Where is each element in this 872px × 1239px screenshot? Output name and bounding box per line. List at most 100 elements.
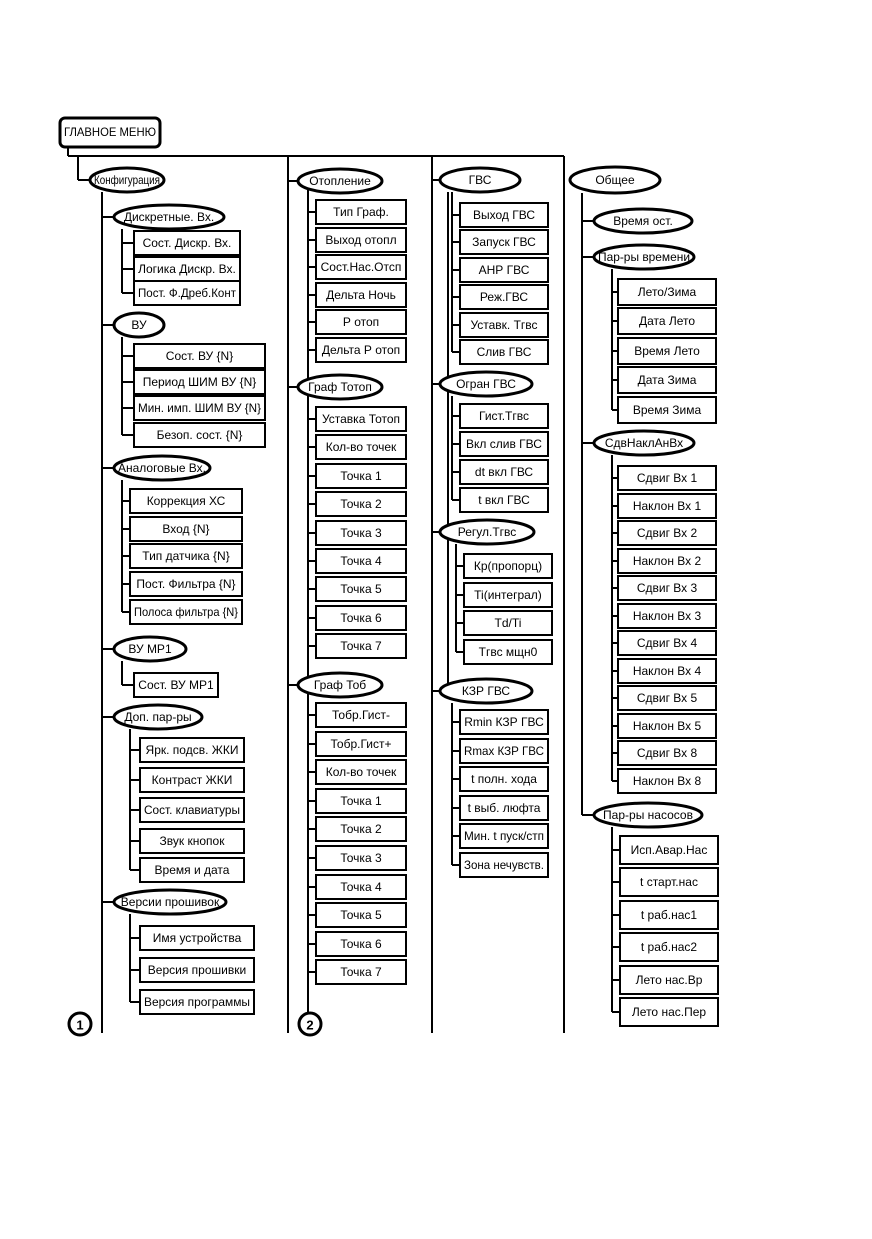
menu-item-box-label: Точка 6 [340,611,382,625]
menu-item-box-label: Дельта Р отоп [322,343,400,357]
menu-item-box-label: Точка 3 [340,526,382,540]
menu-item-box-label: Наклон Вх 3 [633,609,702,623]
menu-item-box: Сост. ВУ {N} [133,343,266,369]
menu-item-box-label: Точка 7 [340,639,382,653]
menu-item-box: Мин. имп. ШИМ ВУ {N} [133,395,266,421]
group-node-label: Огран ГВС [456,377,516,391]
group-node-label: Отопление [309,174,371,188]
column-marker-2: 2 [297,1011,323,1037]
menu-item-box-label: Версия прошивки [148,963,246,977]
menu-item-box-label: Версия программы [144,995,250,1009]
root-menu-node: ГЛАВНОЕ МЕНЮ [58,116,162,149]
group-node-label: Регул.Тгвс [458,525,517,539]
menu-item-box-label: Точка 4 [340,554,382,568]
menu-item-box: Сост.Нас.Отсп [315,254,407,280]
menu-item-box-label: Наклон Вх 4 [633,664,702,678]
menu-item-box: Дата Зима [617,366,717,394]
menu-item-box: Наклон Вх 5 [617,713,717,739]
menu-item-box: Тип Граф. [315,199,407,225]
menu-item-box-label: Точка 2 [340,822,382,836]
menu-item-box-label: Сост. клавиатуры [144,803,240,817]
menu-item-box: Кр(пропорц) [463,553,553,579]
subgroup-node: Время ост. [592,207,694,235]
menu-item-box-label: АНР ГВС [479,263,530,277]
group-konfiguratsiya-label: Конфигурация [94,173,160,187]
menu-item-box-label: Точка 4 [340,880,382,894]
menu-item-box-label: Ярк. подсв. ЖКИ [146,743,239,757]
subgroup-node-label: Аналоговые Вх. [118,461,206,475]
menu-item-box: Версия прошивки [139,957,255,983]
menu-item-box: Полоса фильтра {N} [129,599,243,625]
menu-item-box-label: Тгвс мщн0 [479,645,538,659]
menu-item-box-label: Тобр.Гист+ [331,737,392,751]
menu-item-box-label: Сдвиг Вх 8 [637,746,698,760]
group-node: Отопление [296,167,384,195]
menu-item-box-label: Р отоп [343,315,379,329]
subgroup-node-label: ВУ [131,318,147,332]
group-node-label: Граф Тотоп [308,380,372,394]
menu-item-box: Наклон Вх 8 [617,768,717,794]
menu-item-box: Td/Ti [463,610,553,636]
menu-item-box-label: Rmin КЗР ГВС [464,715,544,729]
subgroup-node: Версии прошивок [112,888,228,916]
menu-item-box-label: Точка 6 [340,937,382,951]
menu-item-box: Дельта Р отоп [315,337,407,363]
menu-item-box: Контраст ЖКИ [139,767,245,793]
menu-item-box-label: Безоп. сост. {N} [157,428,243,442]
subgroup-node-label: Пар-ры насосов [603,808,693,822]
menu-item-box-label: Гист.Тгвс [479,409,529,423]
menu-item-box: Дата Лето [617,307,717,335]
menu-item-box-label: Дата Лето [639,314,695,328]
menu-item-box-label: Наклон Вх 5 [633,719,702,733]
menu-item-box-label: Лето/Зима [638,285,697,299]
menu-item-box: Ярк. подсв. ЖКИ [139,737,245,763]
subgroup-node-label: СдвНаклАнВх [605,436,683,450]
menu-item-box-label: Реж.ГВС [480,290,528,304]
menu-item-box-label: Ti(интеграл) [474,588,542,602]
menu-item-box: Точка 2 [315,816,407,842]
group-node: Граф Тотоп [296,373,384,401]
menu-item-box: Точка 4 [315,548,407,574]
menu-item-box-label: Наклон Вх 1 [633,499,702,513]
subgroup-node-label: Версии прошивок [121,895,220,909]
menu-item-box-label: Мин. t пуск/стп [464,829,544,843]
group-node-label: Граф Тоб [314,678,366,692]
menu-item-box-label: Зона нечувств. [464,858,544,872]
menu-item-box: Вкл слив ГВС [459,431,549,457]
subgroup-node: Дискретные. Вх. [112,203,226,231]
column-marker-2-label: 2 [306,1018,313,1033]
menu-item-box: Выход ГВС [459,202,549,228]
menu-item-box-label: Время Зима [633,403,702,417]
menu-item-box: Время и дата [139,857,245,883]
menu-item-box-label: Лето нас.Вр [636,973,703,987]
menu-item-box: Вход {N} [129,516,243,542]
menu-item-box: Сост. ВУ МР1 [133,672,219,698]
menu-item-box: Точка 3 [315,845,407,871]
menu-item-box-label: t раб.нас2 [641,940,698,954]
menu-item-box: Уставка Тотоп [315,406,407,432]
menu-item-box-label: Сост. ВУ МР1 [138,678,214,692]
menu-item-box: Точка 5 [315,902,407,928]
menu-item-box: Логика Дискр. Вх. [133,256,241,282]
menu-item-box: Гист.Тгвс [459,403,549,429]
menu-item-box-label: Точка 5 [340,908,382,922]
menu-item-box-label: Тип Граф. [333,205,389,219]
root-menu-label: ГЛАВНОЕ МЕНЮ [64,125,156,139]
menu-item-box-label: Точка 1 [340,794,382,808]
menu-item-box-label: Дельта Ночь [326,288,396,302]
menu-item-box: Пост. Фильтра {N} [129,571,243,597]
menu-item-box-label: Сдвиг Вх 3 [637,581,698,595]
menu-item-box: Мин. t пуск/стп [459,823,549,849]
menu-item-box: Rmax КЗР ГВС [459,738,549,764]
menu-item-box: Сдвиг Вх 2 [617,520,717,546]
menu-item-box-label: Вход {N} [162,522,209,536]
menu-item-box: Слив ГВС [459,339,549,365]
menu-item-box: Точка 7 [315,959,407,985]
group-konfiguratsiya: Конфигурация [88,166,166,194]
menu-item-box: АНР ГВС [459,257,549,283]
menu-item-box-label: Период ШИМ ВУ {N} [143,375,257,389]
menu-item-box-label: Полоса фильтра {N} [134,605,238,619]
menu-item-box-label: t выб. люфта [468,801,541,815]
menu-item-box: Реж.ГВС [459,284,549,310]
menu-item-box-label: Сост.Нас.Отсп [321,260,402,274]
